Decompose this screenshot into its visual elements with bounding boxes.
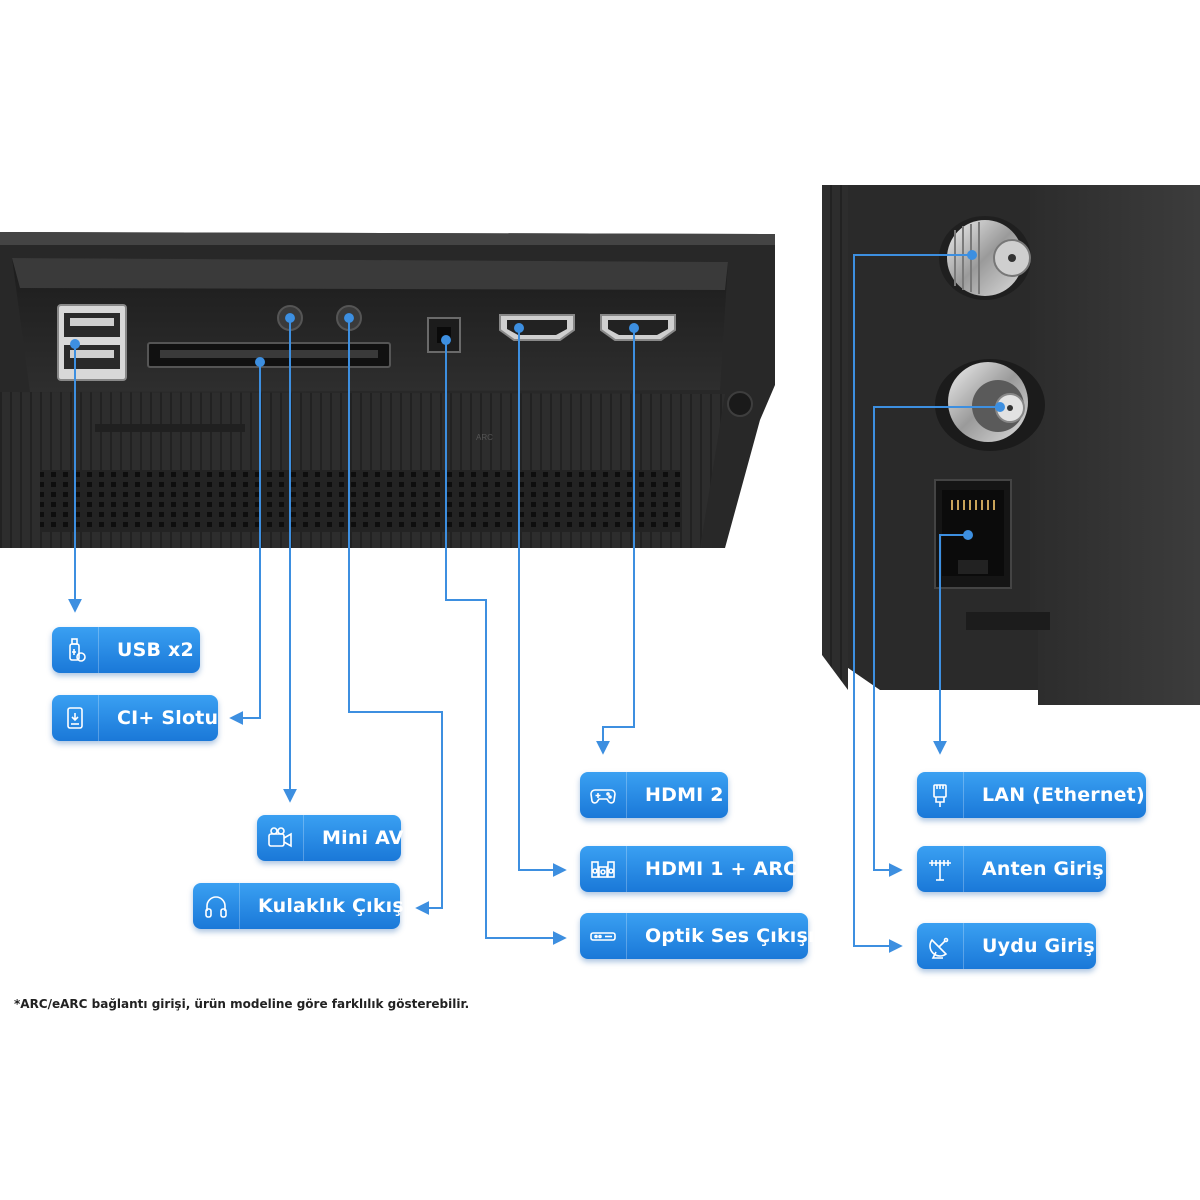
hdmi1-label: HDMI 1 + ARC [645, 858, 798, 880]
arc-port-text: ARC [476, 433, 493, 442]
connector-lines [68, 254, 1000, 953]
speaker-system-icon [580, 846, 627, 892]
optical-label: Optik Ses Çıkışı [645, 925, 815, 947]
ci-card-icon [52, 695, 99, 741]
optical-badge: Optik Ses Çıkışı [580, 913, 815, 959]
usb-label: USB x2 [117, 639, 194, 661]
usb-ports [57, 304, 127, 381]
antenna-label: Anten Giriş [982, 858, 1104, 880]
hdmi2-badge: HDMI 2 [580, 772, 728, 818]
antenna-connector [935, 359, 1045, 451]
footnote: *ARC/eARC bağlantı girişi, ürün modeline… [14, 997, 470, 1011]
optical-port [427, 317, 461, 353]
satellite-badge: Uydu Giriş [917, 923, 1096, 969]
satellite-dish-icon [917, 923, 964, 969]
ethernet-plug-icon [917, 772, 964, 818]
line-hdmi2 [596, 328, 635, 755]
mini-av-badge: Mini AV [257, 815, 403, 861]
line-headphone [348, 318, 443, 915]
usb-stick-icon [52, 627, 99, 673]
lan-label: LAN (Ethernet) [982, 784, 1145, 806]
line-optical [445, 340, 567, 945]
hdmi2-label: HDMI 2 [645, 784, 724, 806]
tv-rear-panel [0, 232, 775, 548]
ci-label: CI+ Slotu [117, 707, 219, 729]
line-hdmi1 [518, 328, 567, 877]
headphones-icon [193, 883, 240, 929]
lan-badge: LAN (Ethernet) [917, 772, 1146, 818]
connector-dots [70, 250, 1005, 540]
headphone-badge: Kulaklık Çıkış [193, 883, 404, 929]
headphone-label: Kulaklık Çıkış [258, 895, 404, 917]
antenna-icon [917, 846, 964, 892]
ci-badge: CI+ Slotu [52, 695, 218, 741]
usb-badge: USB x2 [52, 627, 200, 673]
line-satellite [853, 254, 972, 953]
gamepad-icon [580, 772, 627, 818]
ci-slot [147, 342, 391, 368]
satellite-label: Uydu Giriş [982, 935, 1095, 957]
antenna-badge: Anten Giriş [917, 846, 1106, 892]
line-lan [933, 534, 968, 755]
hdmi1-badge: HDMI 1 + ARC [580, 846, 797, 892]
line-ci [229, 362, 261, 725]
satellite-connector [939, 216, 1031, 300]
soundbar-icon [580, 913, 627, 959]
video-camera-icon [257, 815, 304, 861]
line-antenna [873, 406, 1000, 877]
mini-av-label: Mini AV [322, 827, 404, 849]
